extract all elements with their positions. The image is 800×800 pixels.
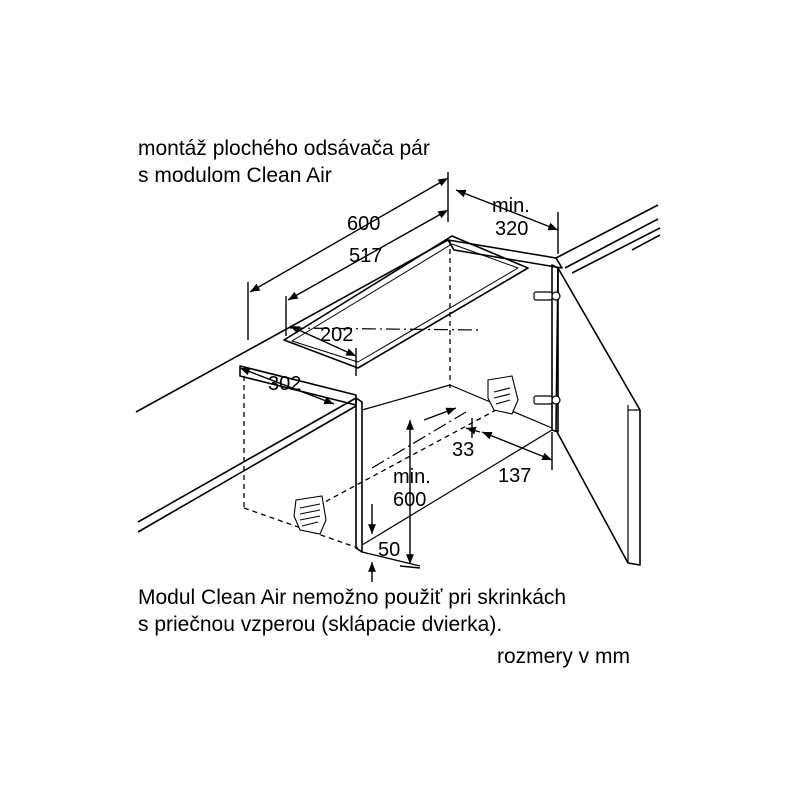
hinge-top — [533, 291, 553, 301]
dim-line-600 — [249, 177, 449, 293]
dim-line-320 — [455, 189, 559, 231]
dim-label-320: 320 — [495, 218, 528, 240]
caption-top-line1: montáž plochého odsávača pár — [138, 137, 430, 160]
countertop-front-edge-right-lower — [571, 227, 661, 274]
dim-label-302: 302 — [268, 373, 301, 395]
dim-label-min-b: min. — [393, 466, 431, 488]
units-note: rozmery v mm — [497, 645, 630, 668]
dim-line-137 — [481, 431, 553, 461]
clean-air-module-front — [293, 495, 327, 535]
dim-line-517 — [287, 209, 449, 301]
dim-label-min-a: min. — [492, 195, 530, 217]
cabinet-back-bottom — [361, 384, 553, 429]
caption-bottom-line1: Modul Clean Air nemožno použiť pri skrin… — [138, 586, 567, 609]
hinge-bottom — [533, 395, 553, 405]
dim-label-517: 517 — [349, 245, 382, 267]
caption-bottom-line2: s priečnou vzperou (sklápacie dvierka). — [138, 613, 503, 636]
dim-line-302 — [239, 367, 335, 405]
cabinet-right-panel — [551, 264, 559, 433]
dim-label-50: 50 — [378, 539, 400, 561]
cabinet-left-panel — [355, 397, 363, 553]
dim-label-33: 33 — [452, 439, 474, 461]
countertop-front-edge-right-2 — [631, 234, 661, 251]
center-line-hob — [289, 327, 479, 331]
countertop-right-face — [447, 239, 563, 269]
dim-label-202: 202 — [320, 324, 353, 346]
countertop-front-edge-lower — [137, 405, 357, 533]
clean-air-module-back — [487, 375, 519, 415]
hidden-line-bottom-left — [243, 507, 359, 549]
dim-label-height-600: 600 — [393, 489, 426, 511]
dim-label-600: 600 — [347, 213, 380, 235]
dim-label-137: 137 — [498, 465, 531, 487]
countertop-back-edge-right — [555, 204, 659, 259]
countertop-front-edge-right — [564, 218, 659, 269]
countertop-front-edge — [137, 397, 357, 523]
hidden-line-duct — [309, 409, 497, 511]
hinge-top-pin — [551, 291, 561, 301]
hinge-bottom-pin — [551, 395, 561, 405]
center-line-depth — [371, 411, 467, 469]
dim-line-33 — [423, 407, 457, 421]
dim-line-202 — [289, 325, 357, 357]
